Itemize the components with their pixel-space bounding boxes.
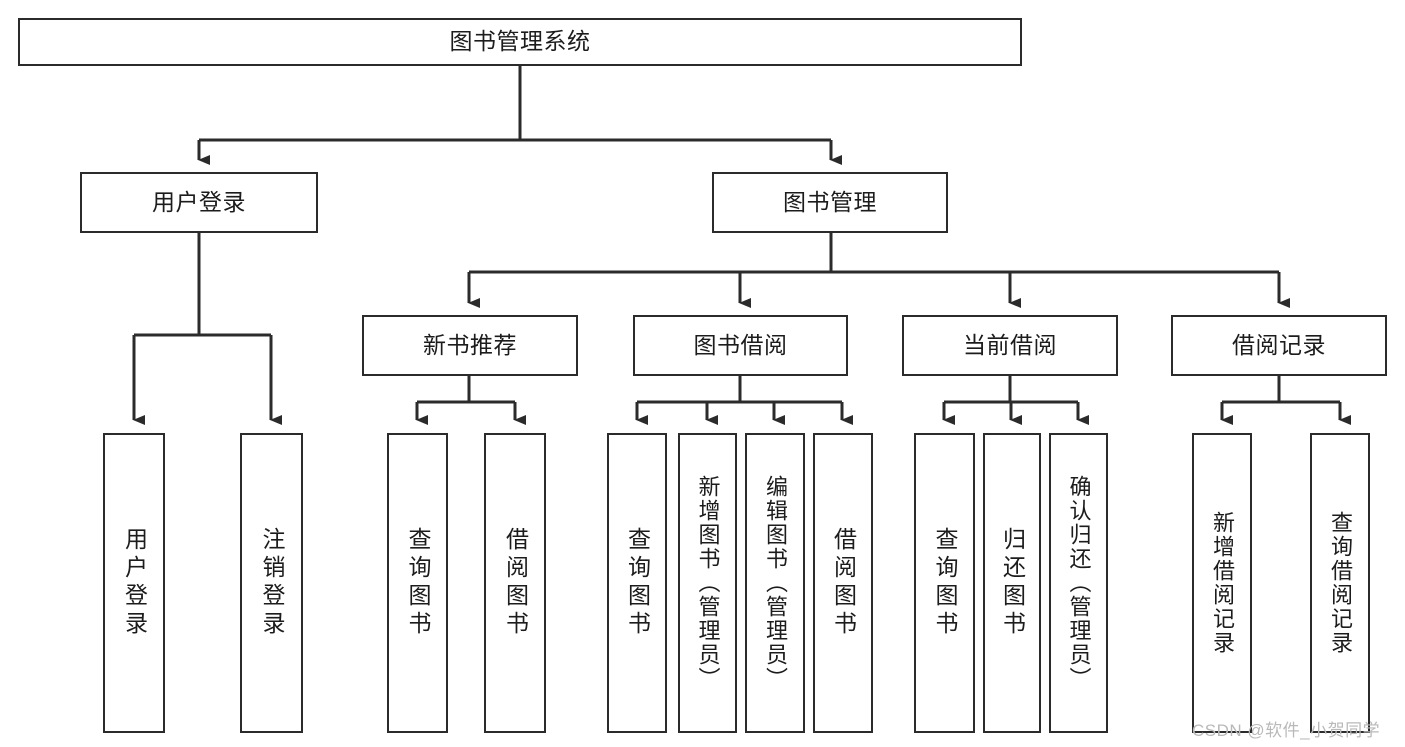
node-leaf-borrow-book-recommend-label: 借阅图书 xyxy=(502,527,529,639)
node-leaf-query-borrow-record-label: 查询借阅记录 xyxy=(1328,511,1353,655)
node-leaf-edit-book-admin[interactable]: 编辑图书（管理员） xyxy=(745,433,805,733)
node-leaf-add-borrow-record[interactable]: 新增借阅记录 xyxy=(1192,433,1252,733)
node-leaf-query-book-borrow-label: 查询图书 xyxy=(624,527,651,639)
connector-bookmgmt-to-level3 xyxy=(467,233,1290,308)
node-leaf-logout-label: 注销登录 xyxy=(259,527,285,639)
node-current-borrow-label: 当前借阅 xyxy=(963,331,1057,358)
node-leaf-borrow-book-label: 借阅图书 xyxy=(830,527,857,639)
node-leaf-query-book-recommend[interactable]: 查询图书 xyxy=(387,433,448,733)
node-current-borrow[interactable]: 当前借阅 xyxy=(902,315,1118,376)
node-leaf-return-book[interactable]: 归还图书 xyxy=(983,433,1041,733)
node-borrow-record-label: 借阅记录 xyxy=(1232,331,1326,358)
connector-currentborrow-to-leaves xyxy=(942,376,1089,425)
node-root-system[interactable]: 图书管理系统 xyxy=(18,18,1022,66)
node-leaf-return-book-label: 归还图书 xyxy=(999,527,1026,639)
node-leaf-query-book-current[interactable]: 查询图书 xyxy=(914,433,975,733)
node-leaf-add-book-admin-label: 新增图书（管理员） xyxy=(695,475,721,691)
node-leaf-query-book-recommend-label: 查询图书 xyxy=(405,527,431,639)
node-leaf-query-borrow-record[interactable]: 查询借阅记录 xyxy=(1310,433,1370,733)
node-user-login[interactable]: 用户登录 xyxy=(80,172,318,233)
node-leaf-logout[interactable]: 注销登录 xyxy=(240,433,303,733)
connector-borrowrecord-to-leaves xyxy=(1220,376,1351,425)
node-leaf-edit-book-admin-label: 编辑图书（管理员） xyxy=(763,475,788,691)
node-root-system-label: 图书管理系统 xyxy=(449,28,591,55)
node-book-borrow[interactable]: 图书借阅 xyxy=(633,315,848,376)
node-leaf-user-login[interactable]: 用户登录 xyxy=(103,433,165,733)
node-leaf-add-borrow-record-label: 新增借阅记录 xyxy=(1210,511,1235,655)
node-borrow-record[interactable]: 借阅记录 xyxy=(1171,315,1387,376)
node-book-borrow-label: 图书借阅 xyxy=(693,331,788,358)
connector-bookborrow-to-leaves xyxy=(635,376,853,425)
node-leaf-confirm-return-admin[interactable]: 确认归还（管理员） xyxy=(1049,433,1108,733)
node-leaf-user-login-label: 用户登录 xyxy=(121,527,148,639)
node-leaf-query-book-current-label: 查询图书 xyxy=(932,527,958,639)
connector-newbook-to-leaves xyxy=(415,376,526,425)
connector-root-to-level2 xyxy=(197,66,842,165)
node-leaf-borrow-book-recommend[interactable]: 借阅图书 xyxy=(484,433,546,733)
node-book-management-label: 图书管理 xyxy=(783,188,877,215)
node-leaf-borrow-book[interactable]: 借阅图书 xyxy=(813,433,873,733)
connector-userlogin-to-leaves xyxy=(132,233,282,425)
node-user-login-label: 用户登录 xyxy=(152,188,246,215)
node-leaf-query-book-borrow[interactable]: 查询图书 xyxy=(607,433,667,733)
node-new-book-recommend-label: 新书推荐 xyxy=(423,331,517,358)
node-leaf-add-book-admin[interactable]: 新增图书（管理员） xyxy=(678,433,737,733)
node-book-management[interactable]: 图书管理 xyxy=(712,172,948,233)
node-new-book-recommend[interactable]: 新书推荐 xyxy=(362,315,578,376)
node-leaf-confirm-return-admin-label: 确认归还（管理员） xyxy=(1066,475,1092,691)
